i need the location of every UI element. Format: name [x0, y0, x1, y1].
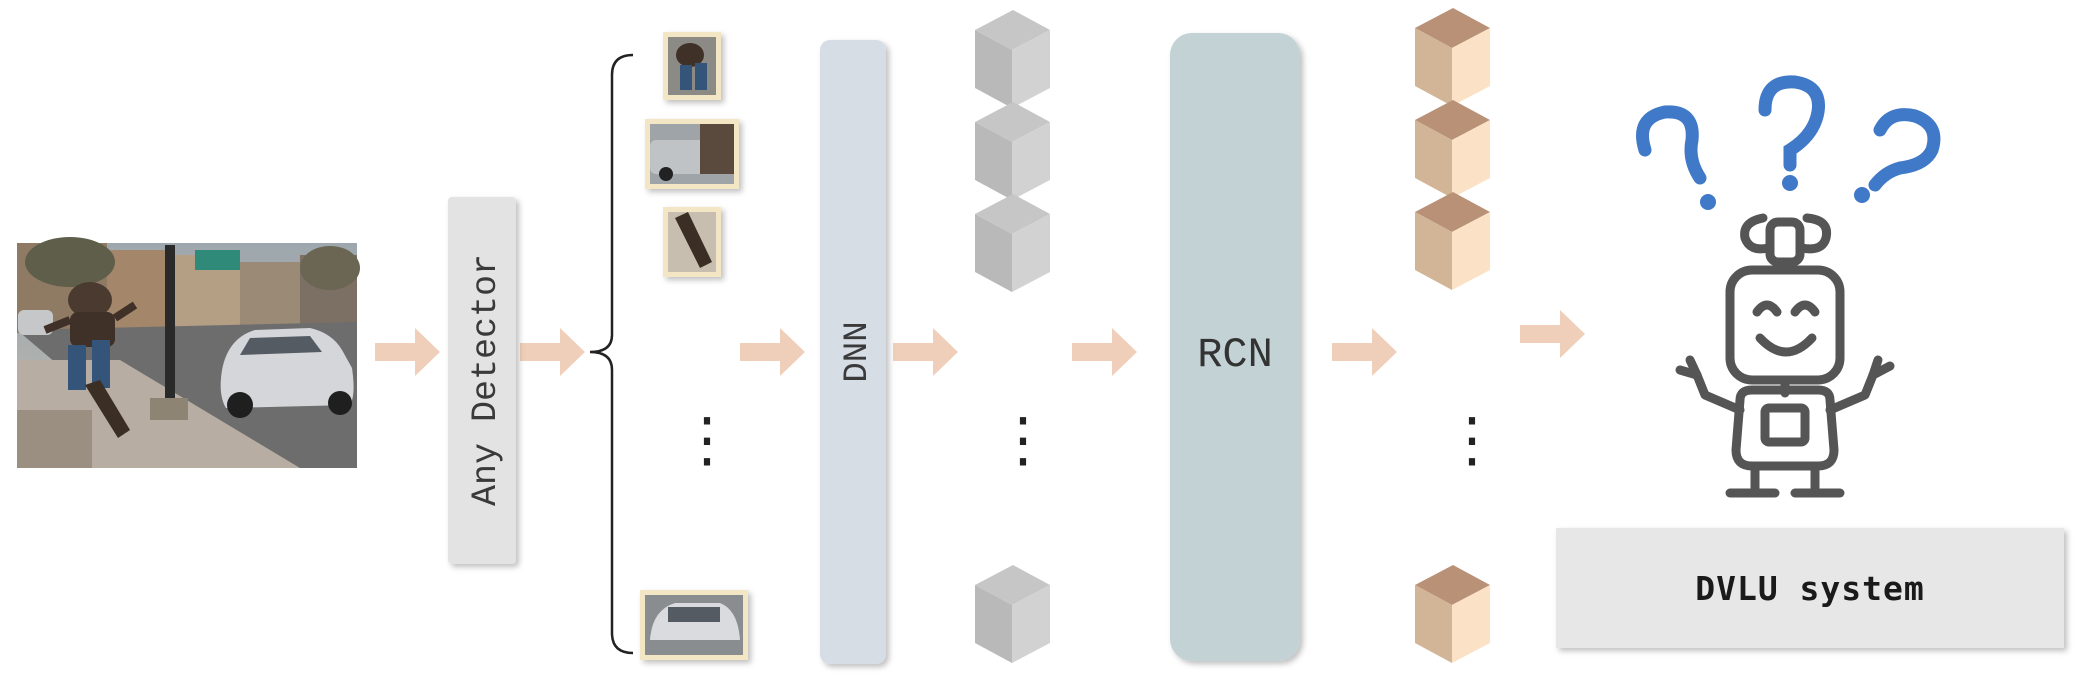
dvlu-system-block — [1556, 528, 2064, 648]
feature-cube-3 — [975, 194, 1050, 292]
arrow-context-to-system — [1520, 310, 1585, 358]
dvlu-system-label: DVLU system — [1695, 568, 1925, 608]
arrow-image-to-detector — [375, 328, 440, 376]
feature-cube-1 — [975, 10, 1050, 108]
arrow-features-to-rcn — [1072, 328, 1137, 376]
input-scene-image — [17, 237, 360, 468]
flow-arrows — [375, 310, 1585, 376]
question-mark-icon — [1868, 108, 1941, 192]
rcn-label: RCN — [1197, 331, 1273, 379]
context-cube-4 — [1415, 565, 1490, 663]
confused-robot-icon — [1675, 213, 1895, 498]
detections-brace — [589, 53, 634, 655]
context-cube-2 — [1415, 100, 1490, 198]
arrow-crops-to-dnn — [740, 328, 805, 376]
context-cube-1 — [1415, 8, 1490, 106]
question-mark-icon — [1782, 175, 1798, 191]
arrow-rcn-to-context — [1332, 328, 1397, 376]
arrow-dnn-to-features — [893, 328, 958, 376]
crop-thumbnail-skateboard — [663, 207, 721, 277]
feature-cube-2 — [975, 102, 1050, 200]
crop-thumbnail-person — [663, 32, 721, 100]
context-ellipsis: ⋮ — [1442, 405, 1502, 475]
detector-block: Any Detector — [448, 197, 516, 564]
question-mark-icon — [1854, 187, 1870, 203]
context-cube-3 — [1415, 192, 1490, 290]
question-mark-icon — [1636, 105, 1707, 185]
rcn-block — [1170, 33, 1300, 661]
question-mark-icon — [1700, 194, 1716, 210]
feature-cube-4 — [975, 565, 1050, 663]
arrow-detector-to-crops — [520, 328, 585, 376]
crop-thumbnail-car-side — [645, 119, 739, 189]
crops-ellipsis: ⋮ — [677, 405, 737, 475]
features-ellipsis: ⋮ — [993, 405, 1053, 475]
question-mark-icon — [1758, 75, 1825, 172]
dnn-label: DNN — [839, 321, 877, 382]
dnn-block: DNN — [820, 40, 886, 664]
crop-thumbnail-car-front — [640, 590, 748, 660]
detector-label: Any Detector — [466, 254, 506, 506]
